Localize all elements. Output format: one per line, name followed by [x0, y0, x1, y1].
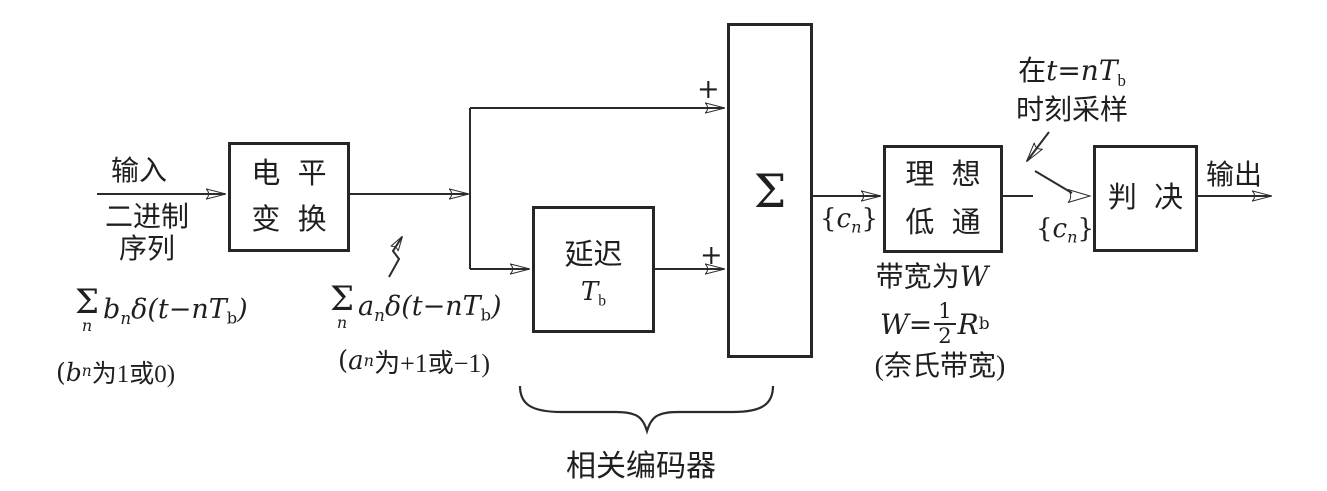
- correlative-encoder-label: 相关编码器: [566, 450, 716, 483]
- delay-symbol-var: T: [580, 277, 599, 308]
- lowpass-label-line2: 低 通: [905, 206, 981, 239]
- output-label: 输出: [1205, 160, 1262, 191]
- sampling-note-line2: 时刻采样: [1015, 95, 1128, 126]
- input-label-line1: 输入: [110, 156, 167, 187]
- input-impulse-formula: Σ n bn δ(t−nTb): [75, 282, 248, 335]
- formula-a-var: an: [358, 290, 385, 325]
- decision-box: 判 决: [1093, 145, 1198, 252]
- delay-symbol-sub: b: [598, 292, 607, 310]
- lowpass-label-line1: 理 想: [905, 159, 981, 192]
- impulse-squiggle-arrow: [388, 237, 402, 278]
- encoded-impulse-formula: Σ n an δ(t−nTb): [330, 279, 502, 332]
- delay-symbol: Tb: [581, 278, 606, 309]
- sampler-switch-blade: [1034, 170, 1073, 194]
- formula-a-body: δ(t−nTb): [384, 290, 502, 325]
- nyquist-bandwidth-note: (奈氏带宽): [874, 351, 1006, 382]
- cn-sequence-label-2: {cn}: [1036, 214, 1095, 247]
- input-label-line2: 二进制: [104, 202, 189, 233]
- formula-b-var: bn: [103, 293, 132, 328]
- sampler-switch-arrowhead: [1067, 189, 1092, 203]
- summer-plus-top: +: [697, 74, 720, 105]
- summer-plus-bottom: +: [700, 240, 723, 271]
- decision-label: 判 决: [1107, 182, 1184, 215]
- summer-box: Σ: [727, 23, 813, 358]
- level-converter-box: 电 平 变 换: [228, 142, 350, 252]
- sigma-operator: Σ n: [75, 282, 100, 335]
- summer-sigma-symbol: Σ: [753, 163, 787, 218]
- sampling-annotation-arrow: [1027, 131, 1050, 161]
- delay-box: 延迟 Tb: [532, 206, 655, 333]
- delay-label: 延迟: [564, 238, 623, 271]
- level-converter-label-line1: 电 平: [251, 157, 327, 190]
- one-half-fraction: 1 2: [934, 301, 956, 347]
- encoder-brace: [518, 385, 775, 435]
- cn-sequence-label-1: {cn}: [820, 204, 879, 237]
- sigma-operator: Σ n: [330, 279, 355, 332]
- ideal-lowpass-box: 理 想 低 通: [883, 145, 1003, 253]
- input-label-line3: 序列: [118, 234, 175, 265]
- level-converter-label-line2: 变 换: [251, 204, 327, 236]
- sampling-note-line1: 在t=nTb: [1018, 54, 1126, 90]
- bandwidth-note-line1: 带宽为W: [875, 260, 989, 293]
- formula-b-body: δ(t−nTb): [131, 293, 248, 328]
